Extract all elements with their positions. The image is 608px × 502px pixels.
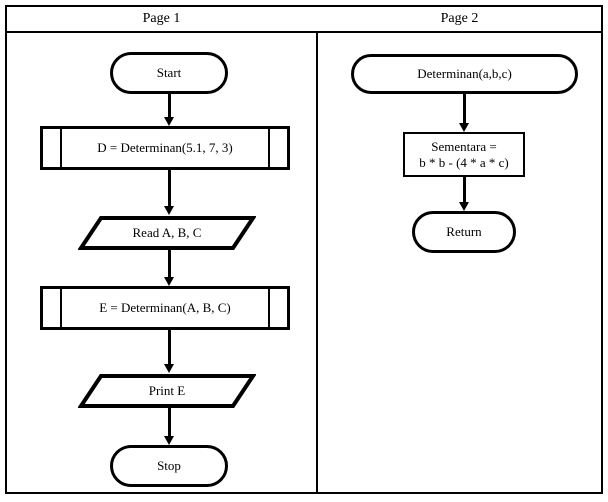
node-calc-sementara-label-line-1: Sementara = (431, 139, 497, 155)
predefined-bar-right (268, 289, 270, 327)
node-subroutine-header-label: Determinan(a,b,c) (417, 66, 512, 82)
node-call-determinan-e: E = Determinan(A, B, C) (40, 286, 290, 330)
node-call-determinan-d: D = Determinan(5.1, 7, 3) (40, 126, 290, 170)
parallelogram-shape (78, 215, 256, 251)
table-header-row: Page 1 Page 2 (7, 7, 601, 33)
flowchart-table: Page 1 Page 2 Start D = Determinan(5.1, … (5, 5, 603, 494)
connector-read-to-call-e (163, 249, 174, 286)
column-header-page-1: Page 1 (142, 11, 181, 26)
connector-call-d-to-read (163, 170, 174, 215)
node-read-abc: Read A, B, C (78, 215, 256, 251)
node-return-label: Return (446, 224, 482, 240)
node-calc-sementara-label-line-2: b * b - (4 * a * c) (419, 154, 509, 170)
predefined-bar-left (60, 289, 62, 327)
connector-print-to-stop (163, 407, 174, 445)
column-divider (316, 33, 318, 492)
connector-header-to-calc (459, 94, 469, 132)
connector-calc-to-return (459, 177, 469, 211)
predefined-bar-right (268, 129, 270, 167)
connector-start-to-call-d (163, 94, 174, 126)
connector-call-e-to-print (163, 330, 174, 373)
node-call-determinan-e-label: E = Determinan(A, B, C) (99, 300, 231, 316)
node-start: Start (110, 52, 228, 94)
node-print-e: Print E (78, 373, 256, 409)
node-start-label: Start (156, 65, 182, 81)
node-stop: Stop (110, 445, 228, 487)
flowchart-page-2: Determinan(a,b,c) Sementara = b * b - (4… (318, 33, 601, 492)
node-calc-sementara: Sementara = b * b - (4 * a * c) (403, 132, 525, 177)
node-return: Return (412, 211, 516, 253)
parallelogram-shape (78, 373, 256, 409)
node-subroutine-header: Determinan(a,b,c) (351, 54, 578, 94)
predefined-bar-left (60, 129, 62, 167)
flowchart-page-1: Start D = Determinan(5.1, 7, 3) Read A, … (7, 33, 316, 492)
node-call-determinan-d-label: D = Determinan(5.1, 7, 3) (97, 140, 233, 156)
node-stop-label: Stop (157, 458, 181, 474)
node-print-e-label: Print E (148, 383, 186, 399)
node-read-abc-label: Read A, B, C (132, 225, 202, 241)
column-header-page-2: Page 2 (440, 11, 479, 26)
